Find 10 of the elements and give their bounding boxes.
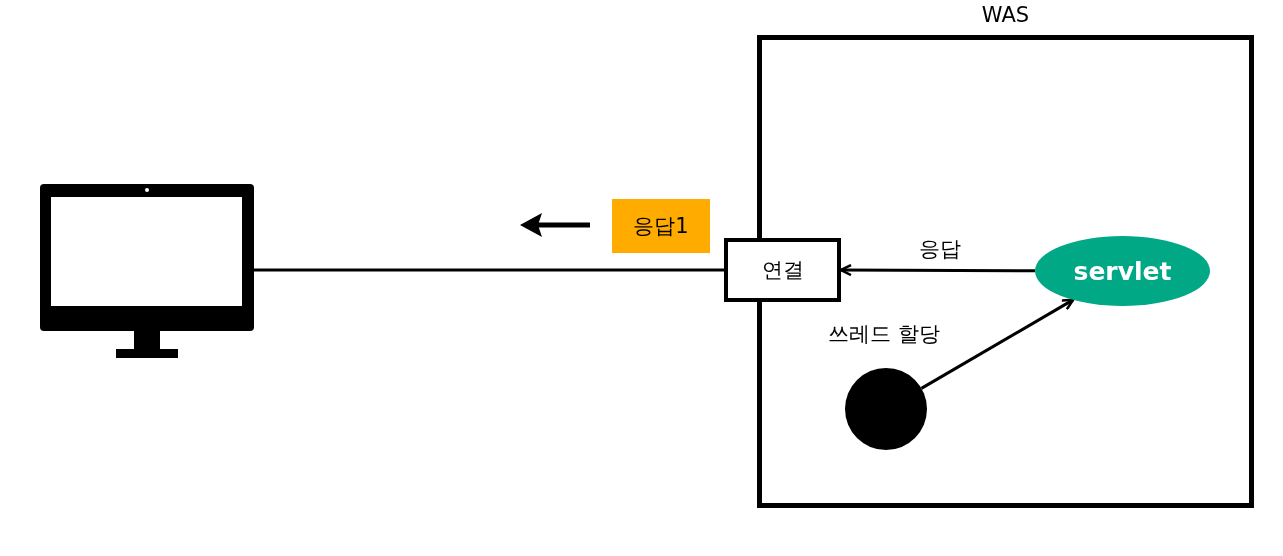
- connection-box: [724, 238, 841, 302]
- thread-circle: [845, 368, 927, 450]
- node-label: 연결: [761, 257, 804, 284]
- node-label: servlet: [1073, 256, 1172, 286]
- arrow: [920, 298, 1075, 390]
- connector-line: [254, 268, 724, 272]
- response-tag: [612, 199, 710, 253]
- node-label: 응답1: [633, 213, 689, 240]
- monitor-drawing: [38, 183, 256, 359]
- container-title: WAS: [980, 3, 1031, 27]
